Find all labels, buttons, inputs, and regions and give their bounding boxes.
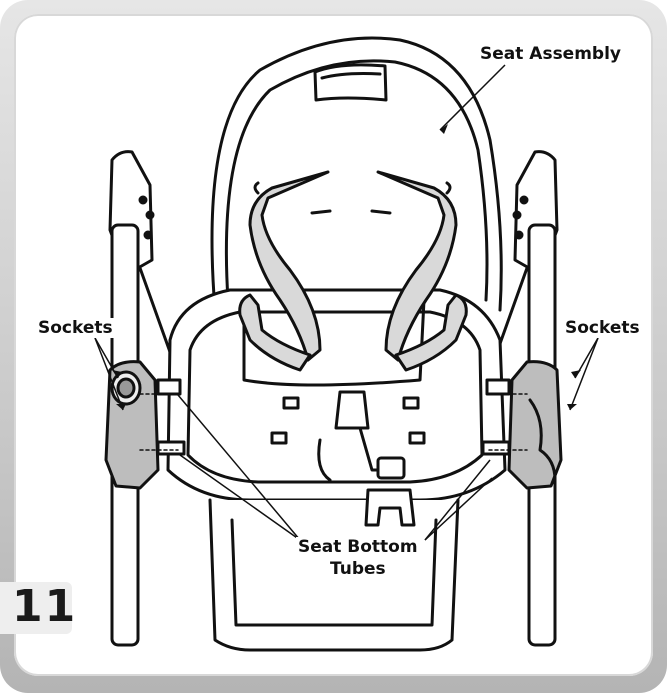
label-sockets-left: Sockets xyxy=(36,318,115,338)
right-harness-strap xyxy=(376,170,468,372)
step-number-background xyxy=(0,582,72,634)
leader-lines xyxy=(94,64,599,541)
arrowheads xyxy=(112,124,581,410)
insertion-guides xyxy=(139,393,528,451)
buckle xyxy=(364,456,416,527)
step-number: 11 xyxy=(12,581,78,632)
label-sockets-right: Sockets xyxy=(563,318,642,338)
label-seat-assembly: Seat Assembly xyxy=(478,44,624,64)
seat-shell xyxy=(210,36,503,312)
left-harness-strap xyxy=(238,170,330,372)
left-socket xyxy=(104,360,186,490)
label-seat-bottom-tubes-line1: Seat Bottom xyxy=(296,537,420,557)
label-seat-bottom-tubes-line2: Tubes xyxy=(328,559,388,579)
